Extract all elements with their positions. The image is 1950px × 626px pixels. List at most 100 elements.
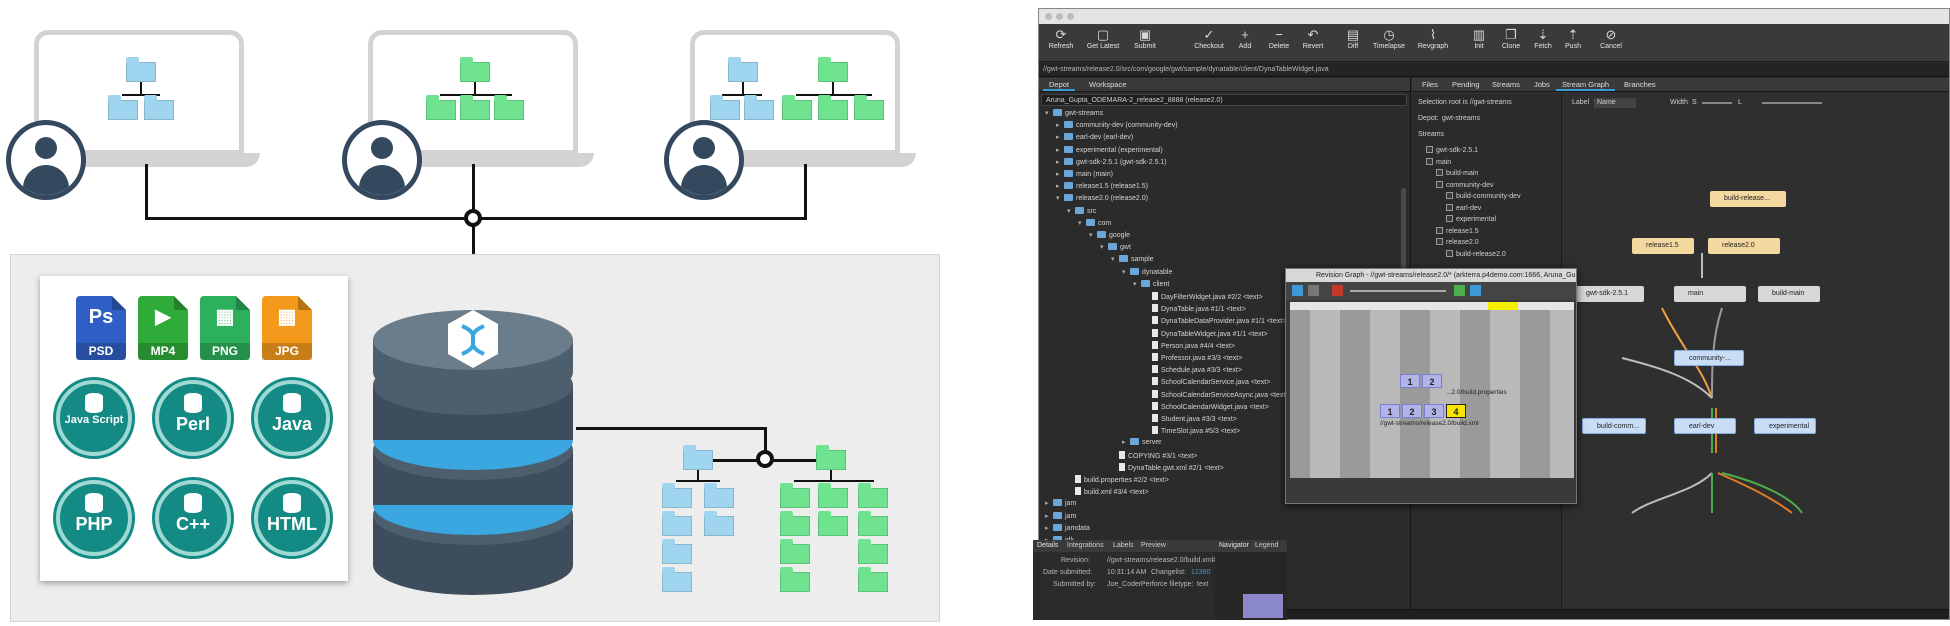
get-latest-button[interactable]: ▢Get Latest — [1086, 27, 1120, 51]
rg-tool-icon[interactable] — [1454, 285, 1465, 296]
tree-file-item[interactable]: SchoolCalendarService.java <text> — [1144, 377, 1270, 387]
tree-file-item[interactable]: DynaTable.gwt.xml #2/1 <text> — [1111, 462, 1224, 473]
tree-file-item[interactable]: DayFilterWidget.java #2/2 <text> — [1144, 292, 1263, 302]
chevron-down-icon[interactable]: ▾ — [1089, 232, 1093, 239]
window-zoom-button[interactable] — [1067, 13, 1074, 20]
tree-folder-item[interactable]: ▾google — [1089, 231, 1130, 241]
tree-file-item[interactable]: Student.java #3/3 <text> — [1144, 414, 1237, 424]
tree-folder-item[interactable]: ▸main (main) — [1056, 170, 1113, 180]
rg-filter-icon[interactable] — [1332, 285, 1343, 296]
chevron-right-icon[interactable]: ▸ — [1056, 171, 1060, 178]
tree-file-item[interactable]: SchoolCalendarWidget.java <text> — [1144, 401, 1269, 412]
depot-value[interactable]: gwt-streams — [1442, 115, 1481, 122]
refresh-button[interactable]: ⟳Refresh — [1048, 27, 1074, 51]
tab-streams[interactable]: Streams — [1492, 80, 1520, 89]
stream-node-build-release[interactable]: build-release... — [1710, 191, 1786, 207]
tab-legend[interactable]: Legend — [1255, 542, 1279, 549]
rg-tool-icon[interactable] — [1292, 285, 1303, 296]
tree-folder-item[interactable]: ▾gwt — [1100, 243, 1131, 253]
revision-node-selected[interactable]: 4 — [1446, 404, 1466, 418]
tree-folder-item[interactable]: ▾sample — [1111, 255, 1154, 265]
chevron-down-icon[interactable]: ▾ — [1133, 280, 1137, 288]
tree-folder-item[interactable]: ▾src — [1067, 206, 1096, 217]
chevron-right-icon[interactable]: ▸ — [1056, 183, 1060, 191]
stream-node-experimental[interactable]: experimental — [1754, 418, 1816, 434]
tree-folder-item[interactable]: ▸jamdata — [1045, 523, 1090, 534]
fetch-button[interactable]: ⇣Fetch — [1534, 27, 1552, 51]
stream-node-community[interactable]: community-... — [1674, 350, 1744, 366]
tree-folder-item[interactable]: ▾client — [1133, 279, 1169, 290]
window-close-button[interactable] — [1045, 13, 1052, 20]
tree-file-item[interactable]: build.properties #2/2 <text> — [1067, 475, 1169, 485]
stream-node-release2-0[interactable]: release2.0 — [1708, 238, 1780, 254]
tree-file-item[interactable]: Schedule.java #3/3 <text> — [1144, 365, 1242, 375]
submit-button[interactable]: ▣Submit — [1134, 27, 1156, 51]
tab-branches[interactable]: Branches — [1624, 80, 1656, 89]
chevron-down-icon[interactable]: ▾ — [1067, 207, 1071, 215]
tree-folder-item[interactable]: ▸release1.5 (release1.5) — [1056, 182, 1148, 192]
stream-checkbox[interactable] — [1426, 157, 1433, 165]
navigator-viewport[interactable] — [1243, 594, 1283, 618]
revision-node[interactable]: 1 — [1400, 374, 1420, 388]
tab-files[interactable]: Files — [1422, 80, 1438, 89]
stream-list-item[interactable]: community-dev — [1436, 180, 1493, 191]
tree-file-item[interactable]: Professor.java #3/3 <text> — [1144, 353, 1242, 363]
tree-folder-item[interactable]: ▾release2.0 (release2.0) — [1056, 194, 1148, 204]
chevron-right-icon[interactable]: ▸ — [1122, 439, 1126, 447]
tree-folder-item[interactable]: ▸community-dev (community-dev) — [1056, 121, 1178, 131]
cancel-button[interactable]: ⊘Cancel — [1600, 27, 1622, 51]
stream-checkbox[interactable] — [1446, 203, 1453, 211]
tab-pending[interactable]: Pending — [1452, 80, 1480, 89]
tree-file-item[interactable]: DynaTableDataProvider.java #1/1 <text> — [1144, 316, 1286, 326]
tree-folder-item[interactable]: ▸jam — [1045, 511, 1076, 522]
add-button[interactable]: +Add — [1238, 27, 1252, 51]
workspace-selector[interactable]: Aruna_Gupta_ODEMARA-2_release2_8888 (rel… — [1041, 94, 1407, 106]
tree-folder-item[interactable]: ▾dynatable — [1122, 267, 1172, 278]
chevron-down-icon[interactable]: ▾ — [1056, 195, 1060, 203]
rg-zoom-slider[interactable] — [1350, 290, 1446, 292]
delete-button[interactable]: −Delete — [1268, 27, 1290, 51]
tree-folder-item[interactable]: ▸earl-dev (earl-dev) — [1056, 133, 1133, 143]
stream-checkbox[interactable] — [1446, 249, 1453, 257]
tab-integrations[interactable]: Integrations — [1067, 542, 1104, 549]
stream-list-item[interactable]: main — [1426, 157, 1451, 168]
tree-folder-item[interactable]: ▸gwt-sdk-2.5.1 (gwt-sdk-2.5.1) — [1056, 157, 1167, 168]
chevron-right-icon[interactable]: ▸ — [1056, 158, 1060, 166]
chevron-down-icon[interactable]: ▾ — [1111, 256, 1115, 264]
stream-list-item[interactable]: build-community-dev — [1446, 192, 1521, 202]
chevron-right-icon[interactable]: ▸ — [1056, 122, 1060, 130]
revision-node[interactable]: 2 — [1422, 374, 1442, 388]
rg-tool-icon[interactable] — [1470, 285, 1481, 296]
revision-node[interactable]: 3 — [1424, 404, 1444, 418]
tab-labels[interactable]: Labels — [1113, 542, 1134, 549]
tree-folder-item[interactable]: ▸server — [1122, 438, 1161, 448]
tab-details[interactable]: Details — [1037, 542, 1059, 549]
clone-button[interactable]: ❐Clone — [1501, 27, 1521, 51]
tree-file-item[interactable]: DynaTableWidget.java #1/1 <text> — [1144, 328, 1268, 339]
tree-folder-item[interactable]: ▸experimental (experimental) — [1056, 145, 1163, 156]
tree-file-item[interactable]: TimeSlot.java #5/3 <text> — [1144, 426, 1240, 436]
label-dropdown[interactable]: Name — [1594, 98, 1636, 108]
timelapse-button[interactable]: ◷Timelapse — [1372, 27, 1406, 51]
tree-file-item[interactable]: Person.java #4/4 <text> — [1144, 340, 1235, 351]
changelist-link[interactable]: 12380 — [1191, 569, 1211, 576]
stream-node-earl-dev[interactable]: earl-dev — [1674, 418, 1736, 434]
stream-list-item[interactable]: release1.5 — [1436, 226, 1479, 237]
stream-checkbox[interactable] — [1446, 192, 1453, 199]
stream-node-gwt-sdk[interactable]: gwt-sdk-2.5.1 — [1572, 286, 1644, 302]
tree-folder-item[interactable]: ▸jam — [1045, 499, 1076, 509]
stream-checkbox[interactable] — [1446, 215, 1453, 222]
path-bar[interactable]: //gwt-streams/release2.0/src/com/google/… — [1039, 63, 1949, 77]
zoom-slider[interactable] — [1762, 102, 1822, 104]
tree-file-item[interactable]: build.xml #3/4 <text> — [1067, 487, 1149, 497]
window-minimize-button[interactable] — [1056, 13, 1063, 20]
tree-file-item[interactable]: DynaTable.java #1/1 <text> — [1144, 304, 1246, 314]
stream-checkbox[interactable] — [1436, 226, 1443, 234]
chevron-down-icon[interactable]: ▾ — [1045, 110, 1049, 117]
stream-list-item[interactable]: experimental — [1446, 215, 1496, 225]
init-button[interactable]: ▥Init — [1472, 27, 1486, 51]
stream-checkbox[interactable] — [1436, 180, 1443, 188]
chevron-right-icon[interactable]: ▸ — [1045, 500, 1049, 508]
diff-button[interactable]: ▤Diff — [1346, 27, 1360, 51]
stream-list-item[interactable]: earl-dev — [1446, 203, 1481, 214]
